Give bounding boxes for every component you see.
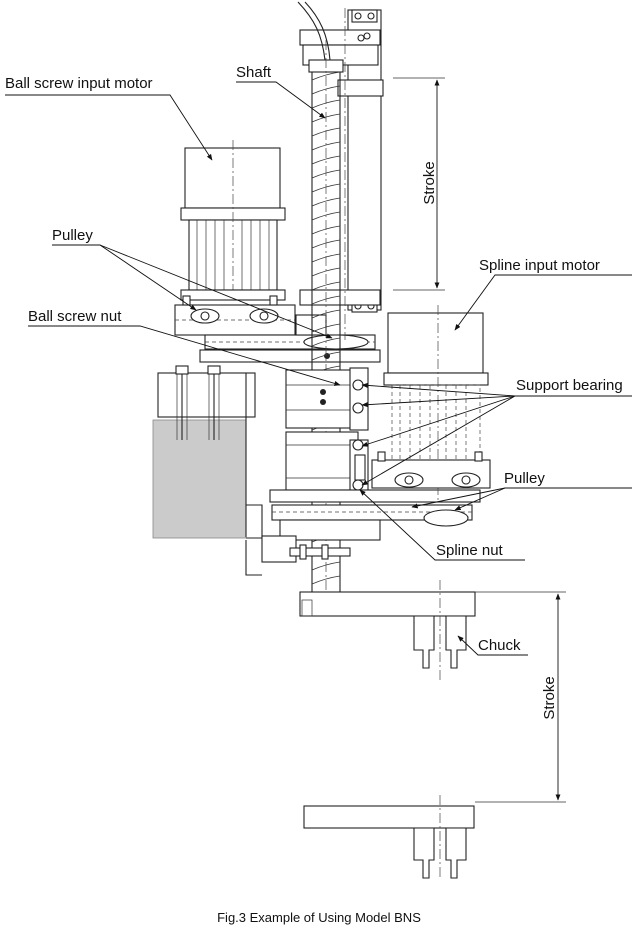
chuck-lower — [303, 795, 475, 880]
label-shaft: Shaft — [236, 64, 272, 81]
motor-pulley — [174, 295, 381, 363]
cable — [297, 1, 326, 61]
label-pulley-right: Pulley — [504, 470, 545, 487]
label-support-bearing: Support bearing — [516, 377, 623, 394]
lower-pulley — [261, 489, 481, 563]
figure-caption: Fig.3 Example of Using Model BNS — [217, 910, 421, 925]
base-frame — [152, 365, 263, 576]
stroke-dimension-upper — [393, 77, 445, 291]
stroke-dimension-lower — [475, 591, 566, 803]
label-stroke-upper: Stroke — [421, 161, 438, 204]
spline-nut-part — [285, 431, 369, 493]
label-chuck: Chuck — [478, 637, 521, 654]
label-spline-input-motor: Spline input motor — [479, 257, 600, 274]
ball-screw-nut-part — [285, 367, 369, 431]
label-ball-screw-nut: Ball screw nut — [28, 308, 122, 325]
ball-screw-input-motor — [180, 140, 286, 301]
label-pulley-top: Pulley — [52, 227, 93, 244]
label-ball-screw-input-motor: Ball screw input motor — [5, 75, 153, 92]
leader-lines — [5, 81, 632, 656]
label-spline-nut: Spline nut — [436, 542, 504, 559]
spline-input-motor — [371, 305, 491, 500]
chuck-upper — [299, 580, 476, 680]
label-stroke-lower: Stroke — [541, 676, 558, 719]
